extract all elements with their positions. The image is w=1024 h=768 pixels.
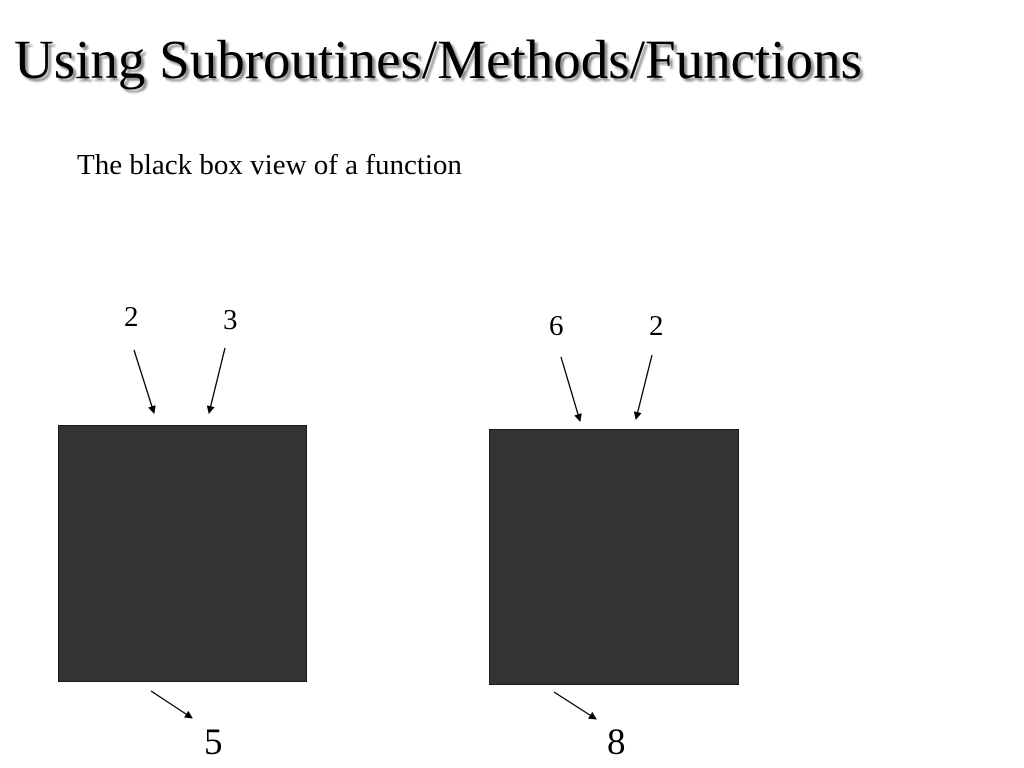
function-1-output-arrow [150, 690, 193, 719]
function-1-black-box [58, 425, 307, 682]
function-1-input-a: 2 [124, 301, 139, 333]
function-2-black-box [489, 429, 739, 685]
function-1-input-a-arrow [133, 349, 156, 414]
function-2-input-a: 6 [549, 310, 564, 342]
function-2-output-arrow [553, 691, 597, 720]
function-2-output: 8 [607, 722, 626, 763]
function-1-input-b-arrow [206, 347, 226, 414]
function-1-output: 5 [204, 722, 223, 763]
function-2-input-b: 2 [649, 310, 664, 342]
slide-title: Using Subroutines/Methods/Functions [14, 29, 862, 90]
slide-subtitle: The black box view of a function [77, 149, 462, 181]
function-2-input-b-arrow [633, 354, 653, 420]
function-1-input-b: 3 [223, 304, 238, 336]
function-2-input-a-arrow [560, 356, 582, 422]
